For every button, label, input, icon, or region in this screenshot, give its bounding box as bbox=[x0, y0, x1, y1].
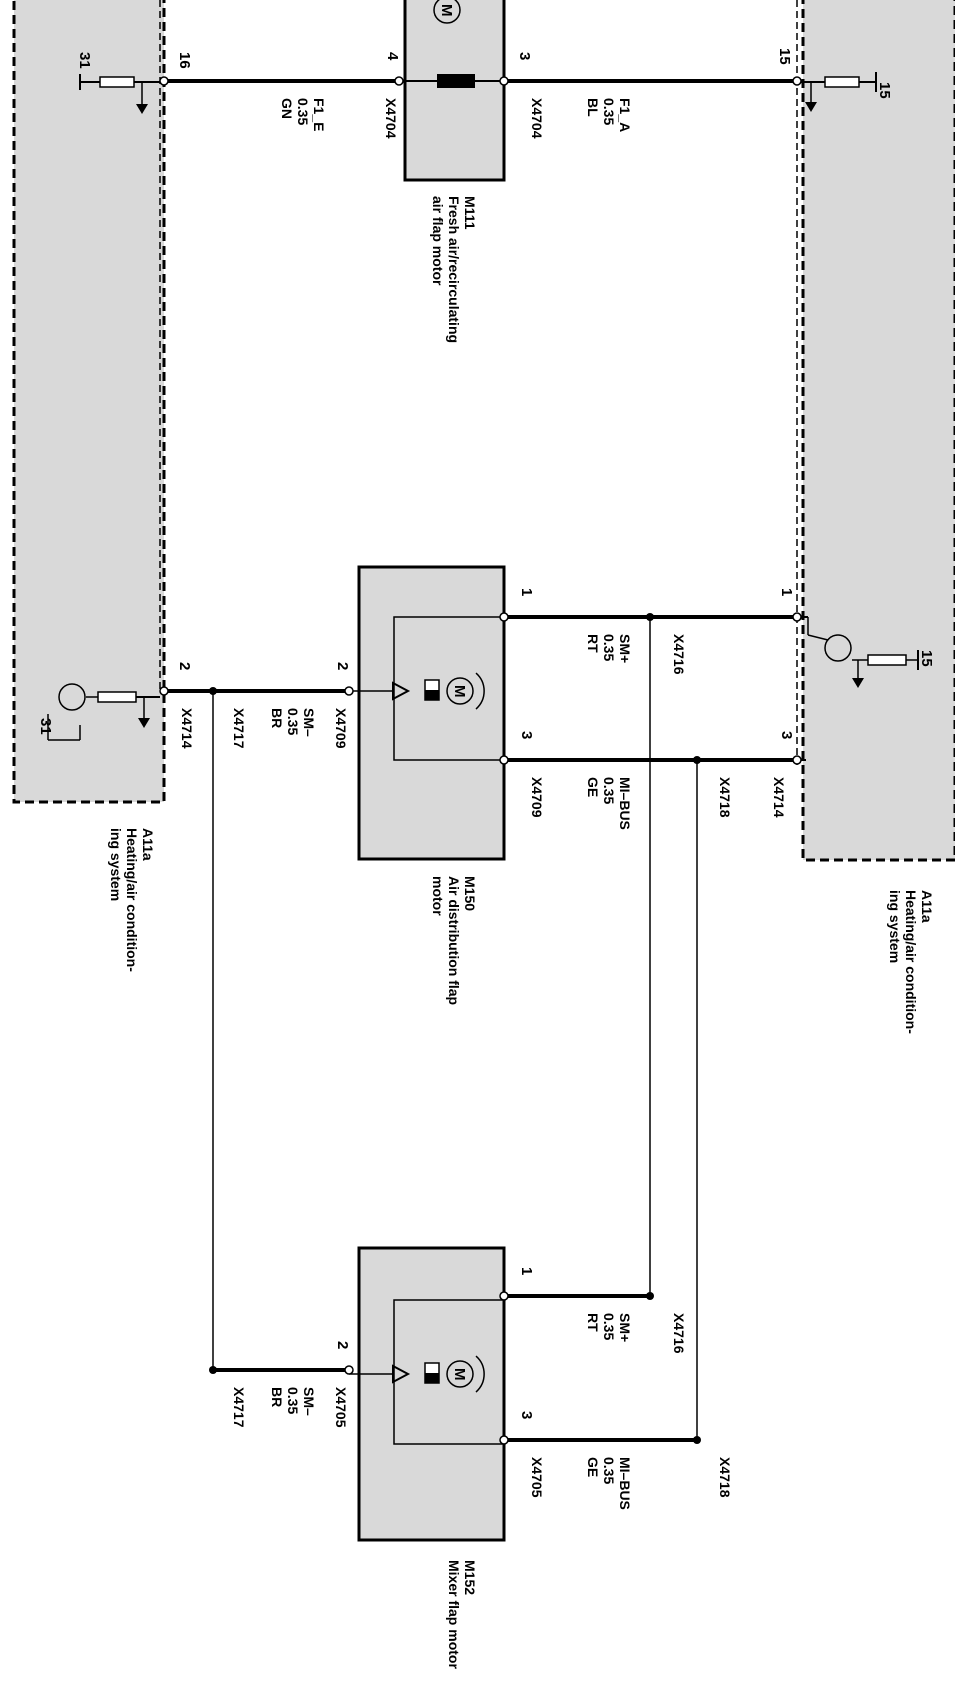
smm-152-splice: X4717 bbox=[231, 1387, 247, 1428]
smp-152-pin-motor: 1 bbox=[518, 1267, 535, 1275]
smm-150-splice: X4717 bbox=[231, 708, 247, 749]
m152-box bbox=[357, 1246, 506, 1542]
smp-150-color: RT bbox=[585, 634, 601, 653]
a11a-right-unit: 15 15 bbox=[796, 0, 955, 862]
a11a-right-name-line2: ing system bbox=[887, 890, 903, 963]
f1e-color: GN bbox=[279, 98, 295, 119]
a11a-left-name-line2: ing system bbox=[108, 828, 124, 901]
mib-152-color: GE bbox=[585, 1457, 601, 1477]
mib-150-pin-motor: 3 bbox=[518, 731, 535, 739]
a11a-right-transistor bbox=[797, 616, 919, 761]
f1e-pin-a11a: 16 bbox=[176, 52, 193, 69]
a11a-right-name-line1: Heating/air condition- bbox=[903, 890, 919, 1034]
m152-code: M152 bbox=[462, 1560, 478, 1595]
m111-code: M111 bbox=[462, 196, 478, 230]
f1a-connector: X4704 bbox=[529, 98, 545, 139]
smm-150-pin-motor: 2 bbox=[334, 662, 351, 670]
a11a-left-terminal-31-top: 31 bbox=[76, 52, 93, 69]
smp-150-signal: SM+ bbox=[617, 634, 633, 663]
f1a-pin-a11a: 15 bbox=[776, 48, 793, 65]
mib-150-signal: MI–BUS bbox=[617, 777, 633, 830]
f1e-connector: X4704 bbox=[383, 98, 399, 139]
f1e-pin-motor: 4 bbox=[384, 52, 401, 61]
m111-name-line1: Fresh air/recirculating bbox=[446, 196, 462, 343]
smm-152-connector-motor: X4705 bbox=[333, 1387, 349, 1428]
smm-150-color: BR bbox=[269, 708, 285, 728]
smp-150-pin-a11a: 1 bbox=[778, 588, 795, 596]
m111-coil bbox=[437, 74, 475, 88]
a11a-left-resistor-31-top bbox=[79, 74, 160, 114]
f1e-size: 0.35 bbox=[295, 98, 311, 125]
mib-150-color: GE bbox=[585, 777, 601, 797]
mib-150-pin-a11a: 3 bbox=[778, 731, 795, 739]
a11a-left-code: A11a bbox=[140, 828, 156, 861]
m111-motor: M bbox=[399, 0, 506, 182]
mib-150-connector-a11a: X4714 bbox=[771, 777, 787, 818]
a11a-left-transistor bbox=[47, 683, 160, 741]
a11a-right-terminal-15-top: 15 bbox=[876, 82, 893, 99]
f1a-size: 0.35 bbox=[601, 98, 617, 125]
mib-152-splice: X4718 bbox=[717, 1457, 733, 1498]
mib-152-size: 0.35 bbox=[601, 1457, 617, 1484]
smm-152-color: BR bbox=[269, 1387, 285, 1407]
m111-motor-symbol: M bbox=[438, 4, 455, 17]
a11a-right-resistor-15-top bbox=[797, 72, 877, 112]
smm-150-connector-a11a: X4714 bbox=[179, 708, 195, 749]
smm-152-signal: SM– bbox=[301, 1387, 317, 1416]
smm-152-pin-motor: 2 bbox=[334, 1341, 351, 1349]
smm-150-connector-motor: X4709 bbox=[333, 708, 349, 749]
mib-152-connector-motor: X4705 bbox=[529, 1457, 545, 1498]
smp-152-signal: SM+ bbox=[617, 1313, 633, 1342]
smm-150-pin-a11a: 2 bbox=[176, 662, 193, 670]
f1a-color: BL bbox=[585, 98, 601, 117]
smm-150-size: 0.35 bbox=[285, 708, 301, 735]
mib-150-connector-motor: X4709 bbox=[529, 777, 545, 818]
mib-150-splice: X4718 bbox=[717, 777, 733, 818]
f1e-signal: F1_E bbox=[311, 98, 327, 131]
smm-152-size: 0.35 bbox=[285, 1387, 301, 1414]
smp-150-size: 0.35 bbox=[601, 634, 617, 661]
mib-150-size: 0.35 bbox=[601, 777, 617, 804]
smm-150-signal: SM– bbox=[301, 708, 317, 737]
m150-box bbox=[357, 565, 506, 861]
m111-name-line2: air flap motor bbox=[430, 196, 446, 286]
m150-name-line1: Air distribution flap bbox=[446, 876, 462, 1005]
smp-150-splice: X4716 bbox=[671, 634, 687, 675]
a11a-left-name-line1: Heating/air condition- bbox=[124, 828, 140, 972]
a11a-right-terminal-15-bottom: 15 bbox=[918, 650, 935, 667]
f1a-signal: F1_A bbox=[617, 98, 633, 132]
f1a-pin-motor: 3 bbox=[516, 52, 533, 60]
smp-152-splice: X4716 bbox=[671, 1313, 687, 1354]
mib-152-signal: MI–BUS bbox=[617, 1457, 633, 1510]
a11a-right-code: A11a bbox=[919, 890, 935, 923]
a11a-left-box bbox=[12, 0, 166, 804]
m111-box bbox=[403, 0, 506, 182]
smp-152-size: 0.35 bbox=[601, 1313, 617, 1340]
m150-motor-symbol: M bbox=[451, 685, 468, 698]
smp-152-color: RT bbox=[585, 1313, 601, 1332]
smp-150-pin-motor: 1 bbox=[518, 588, 535, 596]
m150-motor: M bbox=[349, 565, 506, 861]
m152-motor-symbol: M bbox=[451, 1368, 468, 1381]
m150-code: M150 bbox=[462, 876, 478, 911]
mib-152-pin-motor: 3 bbox=[518, 1411, 535, 1419]
m152-name-line1: Mixer flap motor bbox=[446, 1560, 462, 1669]
m150-name-line2: motor bbox=[430, 876, 446, 916]
a11a-left-terminal-31-bottom: 31 bbox=[37, 718, 54, 735]
m152-motor: M bbox=[349, 1246, 506, 1542]
a11a-right-box bbox=[801, 0, 955, 862]
a11a-left-unit: 31 31 bbox=[12, 0, 166, 804]
